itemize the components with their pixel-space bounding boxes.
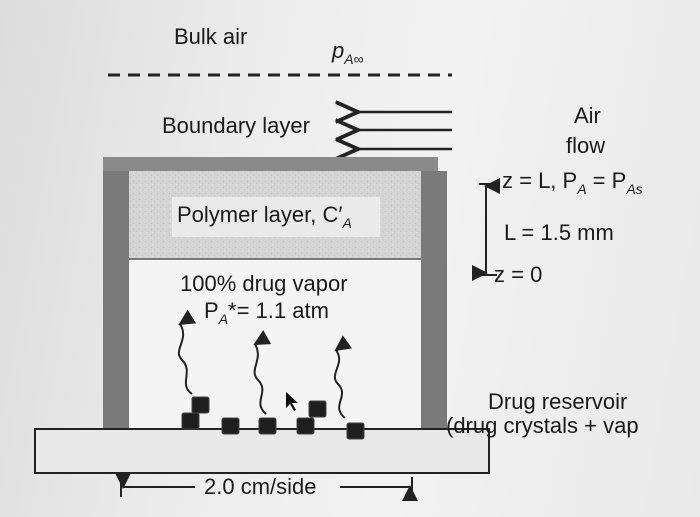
thickness-label: L = 1.5 mm — [504, 220, 614, 245]
drug-crystal — [221, 417, 240, 435]
vapor-squiggle-arrows — [177, 309, 353, 419]
drug-crystal — [308, 400, 327, 418]
thickness-dimension — [472, 178, 500, 281]
bottom-boundary-condition: z = 0 — [494, 262, 543, 287]
vapor-label: 100% drug vapor — [180, 271, 348, 296]
drug-crystal — [296, 417, 315, 435]
drug-crystal — [258, 417, 277, 435]
flow-label: flow — [566, 133, 606, 158]
drug-crystals — [181, 396, 365, 440]
polymer-layer-label: Polymer layer, C′A — [177, 202, 352, 231]
vapor-pressure-label: PA*= 1.1 atm — [204, 298, 329, 327]
width-dimension — [115, 473, 418, 501]
bulk-pressure-label: pA∞ — [332, 38, 364, 67]
width-label: 2.0 cm/side — [204, 474, 317, 499]
boundary-layer-label: Boundary layer — [162, 113, 310, 138]
air-label: Air — [574, 103, 601, 128]
drug-crystal — [191, 396, 210, 414]
drug-crystal — [346, 422, 365, 440]
vapor-chamber — [129, 259, 421, 429]
cursor-icon — [286, 392, 298, 411]
top-boundary-condition: z = L, PA = PAs — [502, 168, 643, 197]
polymer-label-box — [172, 197, 380, 237]
top-cap — [103, 157, 438, 171]
base-plate — [34, 428, 490, 474]
drug-crystal — [181, 412, 200, 430]
left-wall — [103, 157, 129, 442]
reservoir-label-line1: Drug reservoir — [488, 389, 628, 414]
right-wall — [421, 171, 447, 442]
bulk-air-label: Bulk air — [174, 24, 248, 49]
air-flow-arrows — [358, 112, 452, 149]
reservoir-label-line2: (drug crystals + vap — [446, 413, 639, 438]
